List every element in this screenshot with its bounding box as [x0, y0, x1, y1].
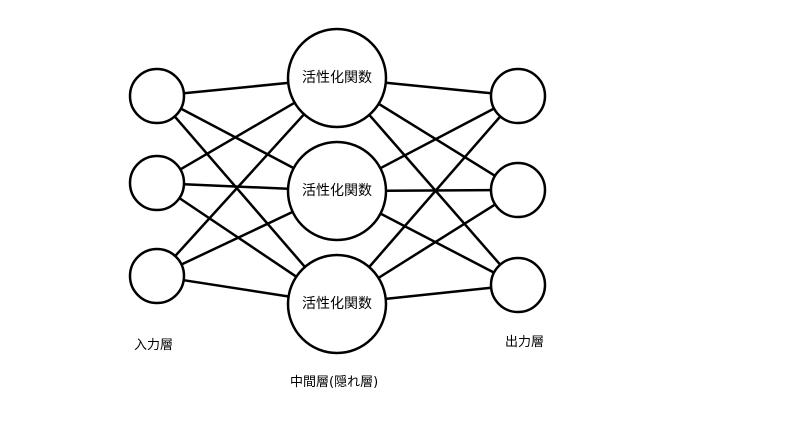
input-node: [128, 154, 186, 212]
output-node: [489, 67, 547, 125]
connection-edge: [385, 81, 492, 95]
connection-edge: [183, 81, 289, 95]
connection-edge: [174, 113, 305, 257]
connection-edge: [179, 101, 296, 171]
connection-edge: [183, 278, 289, 298]
output-layer-nodes: [489, 67, 547, 314]
connection-edge: [368, 115, 502, 268]
input-layer-nodes: [128, 67, 186, 305]
hidden-node: [286, 140, 388, 242]
connection-edge: [379, 212, 495, 274]
hidden-layer-nodes: 活性化関数 活性化関数 活性化関数: [286, 27, 388, 355]
connection-edge: [377, 203, 496, 279]
connection-edge: [183, 182, 289, 191]
connection-edge: [385, 286, 492, 301]
input-node: [128, 67, 186, 125]
connection-edges: [173, 81, 502, 301]
connection-edge: [180, 107, 295, 170]
hidden-node: [286, 253, 388, 355]
hidden-layer-label: 中間層(隠れ層): [290, 375, 379, 390]
connection-edge: [385, 188, 492, 192]
output-node: [489, 161, 547, 219]
input-layer-label: 入力層: [134, 338, 174, 353]
connection-edge: [180, 210, 294, 266]
connection-edge: [173, 115, 306, 268]
output-node: [489, 256, 547, 314]
output-layer-label: 出力層: [505, 335, 545, 350]
hidden-node-label: 活性化関数: [302, 183, 372, 199]
hidden-node: [286, 27, 388, 129]
hidden-node-label: 活性化関数: [302, 70, 372, 86]
hidden-node-label: 活性化関数: [302, 296, 372, 312]
connection-edge: [379, 107, 495, 170]
input-node: [128, 247, 186, 305]
